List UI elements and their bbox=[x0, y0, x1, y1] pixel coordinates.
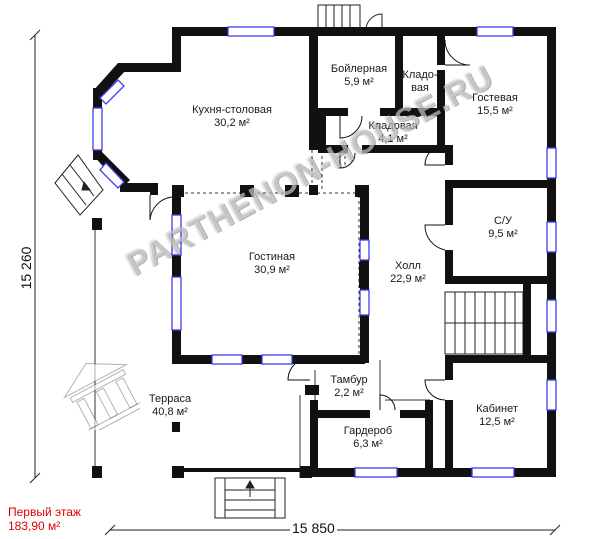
room-area: 5,9 м² bbox=[344, 76, 374, 88]
room-name: Холл bbox=[395, 260, 421, 272]
room-wardrobe: Гардероб 6,3 м² bbox=[344, 425, 392, 451]
room-bathroom: С/У 9,5 м² bbox=[488, 215, 518, 241]
room-guest: Гостевая 15,5 м² bbox=[472, 92, 518, 118]
room-name: Кабинет bbox=[476, 403, 518, 415]
room-area: 12,5 м² bbox=[479, 416, 515, 428]
room-area: 30,2 м² bbox=[214, 117, 250, 129]
room-area: 30,9 м² bbox=[254, 264, 290, 276]
side-porch bbox=[54, 154, 104, 216]
dimension-width: 15 850 bbox=[290, 520, 337, 536]
stairs bbox=[444, 291, 524, 355]
room-area: 6,3 м² bbox=[353, 438, 383, 450]
entrance-steps bbox=[214, 477, 286, 519]
floor-area: 183,90 м² bbox=[8, 519, 61, 533]
room-name: С/У bbox=[493, 215, 512, 227]
room-name: Бойлерная bbox=[330, 63, 388, 75]
room-name: Тамбур bbox=[330, 374, 368, 386]
room-area: 22,9 м² bbox=[390, 273, 426, 285]
room-area: 4,1 м² bbox=[378, 133, 408, 145]
floor-title: Первый этаж 183,90 м² bbox=[8, 505, 81, 533]
room-name: Кладовая bbox=[368, 120, 418, 132]
room-terrace: Терраса 40,8 м² bbox=[149, 393, 191, 419]
room-name: Кладо- вая bbox=[402, 69, 438, 94]
dimension-height: 15 260 bbox=[18, 246, 34, 290]
room-kitchen-dining: Кухня-столовая 30,2 м² bbox=[192, 104, 272, 130]
door-swings bbox=[149, 39, 471, 411]
top-steps bbox=[317, 4, 383, 31]
room-area: 9,5 м² bbox=[488, 228, 518, 240]
room-name: Гардероб bbox=[343, 425, 393, 437]
room-name: Терраса bbox=[148, 393, 192, 405]
watermark-logo bbox=[62, 363, 140, 430]
room-area: 2,2 м² bbox=[334, 387, 364, 399]
room-living: Гостиная 30,9 м² bbox=[249, 251, 295, 277]
windows bbox=[92, 26, 557, 478]
room-pantry-small: Кладо- вая 3,1 м² bbox=[402, 56, 437, 134]
floor-name: Первый этаж bbox=[8, 505, 81, 519]
room-pantry: Кладовая 4,1 м² bbox=[368, 120, 417, 146]
room-name: Кухня-столовая bbox=[192, 104, 272, 116]
room-study: Кабинет 12,5 м² bbox=[476, 403, 518, 429]
room-area: 3,1 м² bbox=[405, 108, 435, 120]
room-name: Гостиная bbox=[248, 251, 296, 263]
room-area: 15,5 м² bbox=[477, 105, 513, 117]
room-boiler: Бойлерная 5,9 м² bbox=[331, 63, 387, 89]
room-hall: Холл 22,9 м² bbox=[390, 260, 426, 286]
room-vestibule: Тамбур 2,2 м² bbox=[330, 374, 367, 400]
room-name: Гостевая bbox=[472, 92, 518, 104]
room-area: 40,8 м² bbox=[152, 406, 188, 418]
